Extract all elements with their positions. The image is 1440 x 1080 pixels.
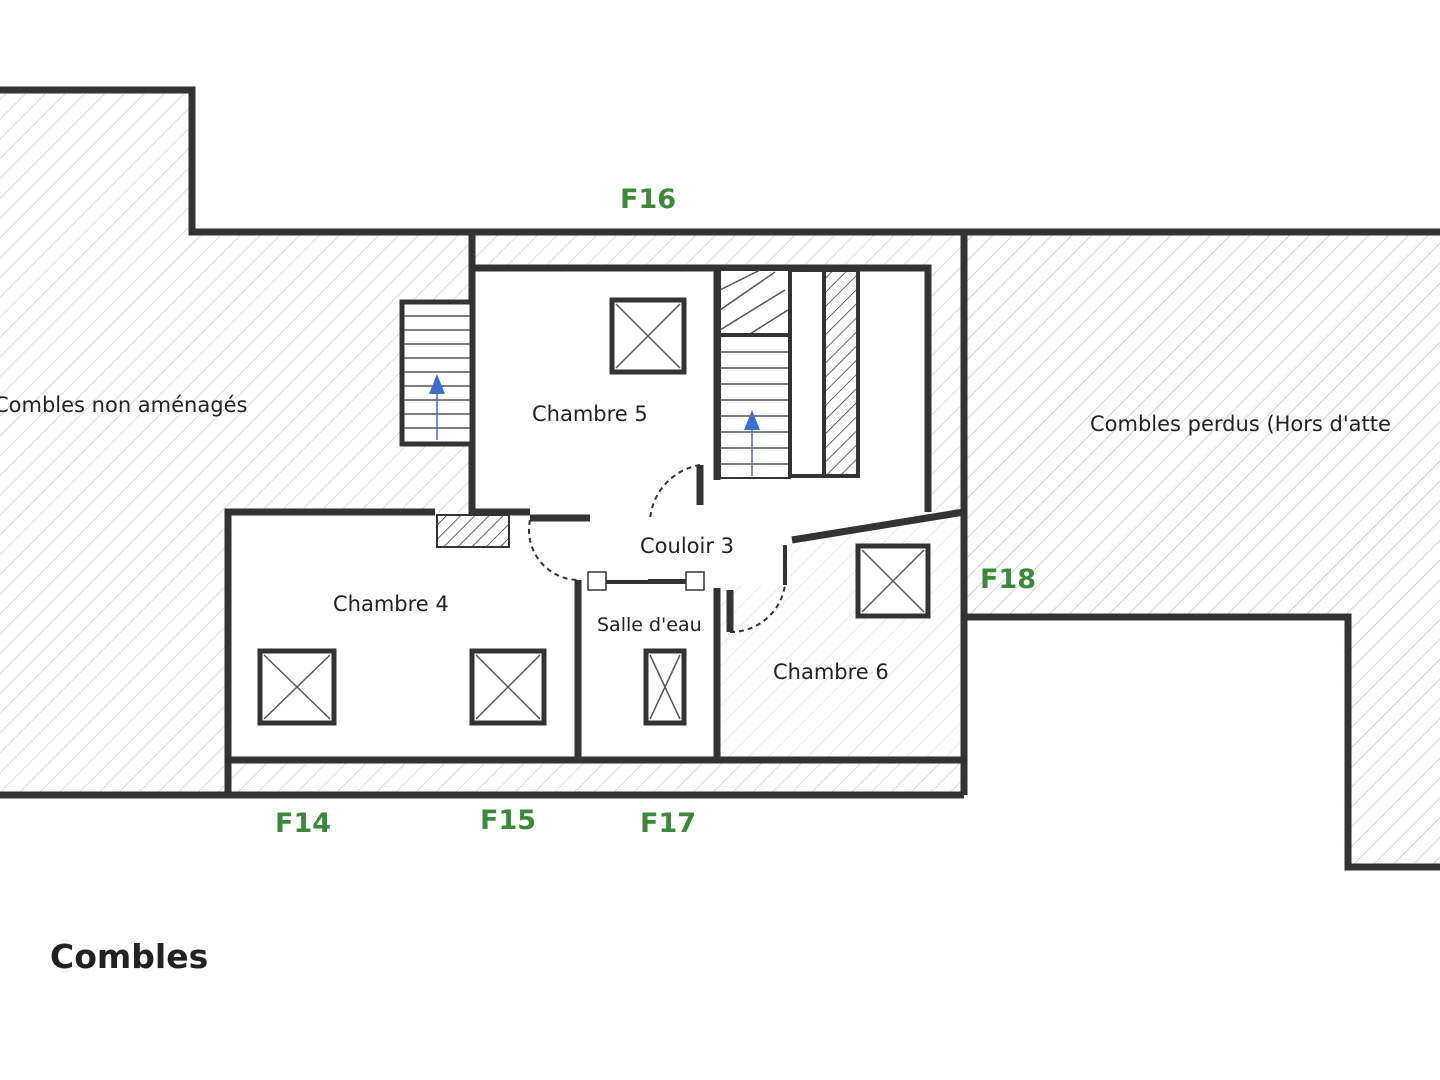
shaft-chambre-4 xyxy=(436,514,510,548)
zone-combles-perdus-lower xyxy=(1348,617,1440,867)
facade-label-f15: F15 xyxy=(480,805,536,836)
arrow-up-icon xyxy=(429,374,445,394)
facade-label-f16: F16 xyxy=(620,184,676,215)
door-marker-left xyxy=(587,571,607,591)
door-marker-right xyxy=(685,571,705,591)
skylight-icon-salle-deau xyxy=(643,648,687,726)
label-couloir-3: Couloir 3 xyxy=(640,534,734,558)
facade-label-f14: F14 xyxy=(275,808,331,839)
stairs-icon xyxy=(399,299,475,447)
wall-chambre-5-top xyxy=(472,264,932,512)
facade-label-f17: F17 xyxy=(640,808,696,839)
label-chambre-6: Chambre 6 xyxy=(773,660,889,684)
door-swing-chambre-5 xyxy=(649,464,701,521)
wall-chambre-5 xyxy=(468,232,530,516)
door-swing-salle-deau xyxy=(729,584,786,634)
wall-chambre-6-top xyxy=(791,508,965,544)
label-chambre-4: Chambre 4 xyxy=(333,592,449,616)
zone-top-band xyxy=(472,232,964,268)
arrow-up-icon-center xyxy=(744,410,760,430)
wall-outer-left xyxy=(0,86,1440,236)
shaft-stairs xyxy=(822,268,860,478)
zone-right-strip xyxy=(928,268,964,513)
label-combles-perdus: Combles perdus (Hors d'atte xyxy=(1090,412,1391,436)
skylight-icon-chambre-4-right xyxy=(469,648,547,726)
zone-combles-non-amenages xyxy=(0,90,472,795)
label-combles-non-amenages: Combles non aménagés xyxy=(0,393,247,417)
stairs-landing xyxy=(788,268,826,478)
stairs-center xyxy=(719,269,791,479)
wall-chambre-4 xyxy=(224,508,435,795)
skylight-icon-chambre-6 xyxy=(855,543,931,619)
wall-perdus-bottom xyxy=(964,613,1440,871)
facade-label-f18: F18 xyxy=(980,564,1036,595)
skylight-icon xyxy=(609,297,687,375)
zone-bottom-band xyxy=(228,760,964,795)
door-swing-chambre-4 xyxy=(528,519,579,581)
skylight-icon-chambre-4-left xyxy=(257,648,337,726)
zone-combles-perdus xyxy=(964,232,1440,617)
label-chambre-5: Chambre 5 xyxy=(532,402,648,426)
floor-title: Combles xyxy=(50,937,208,976)
label-salle-deau: Salle d'eau xyxy=(597,614,702,636)
